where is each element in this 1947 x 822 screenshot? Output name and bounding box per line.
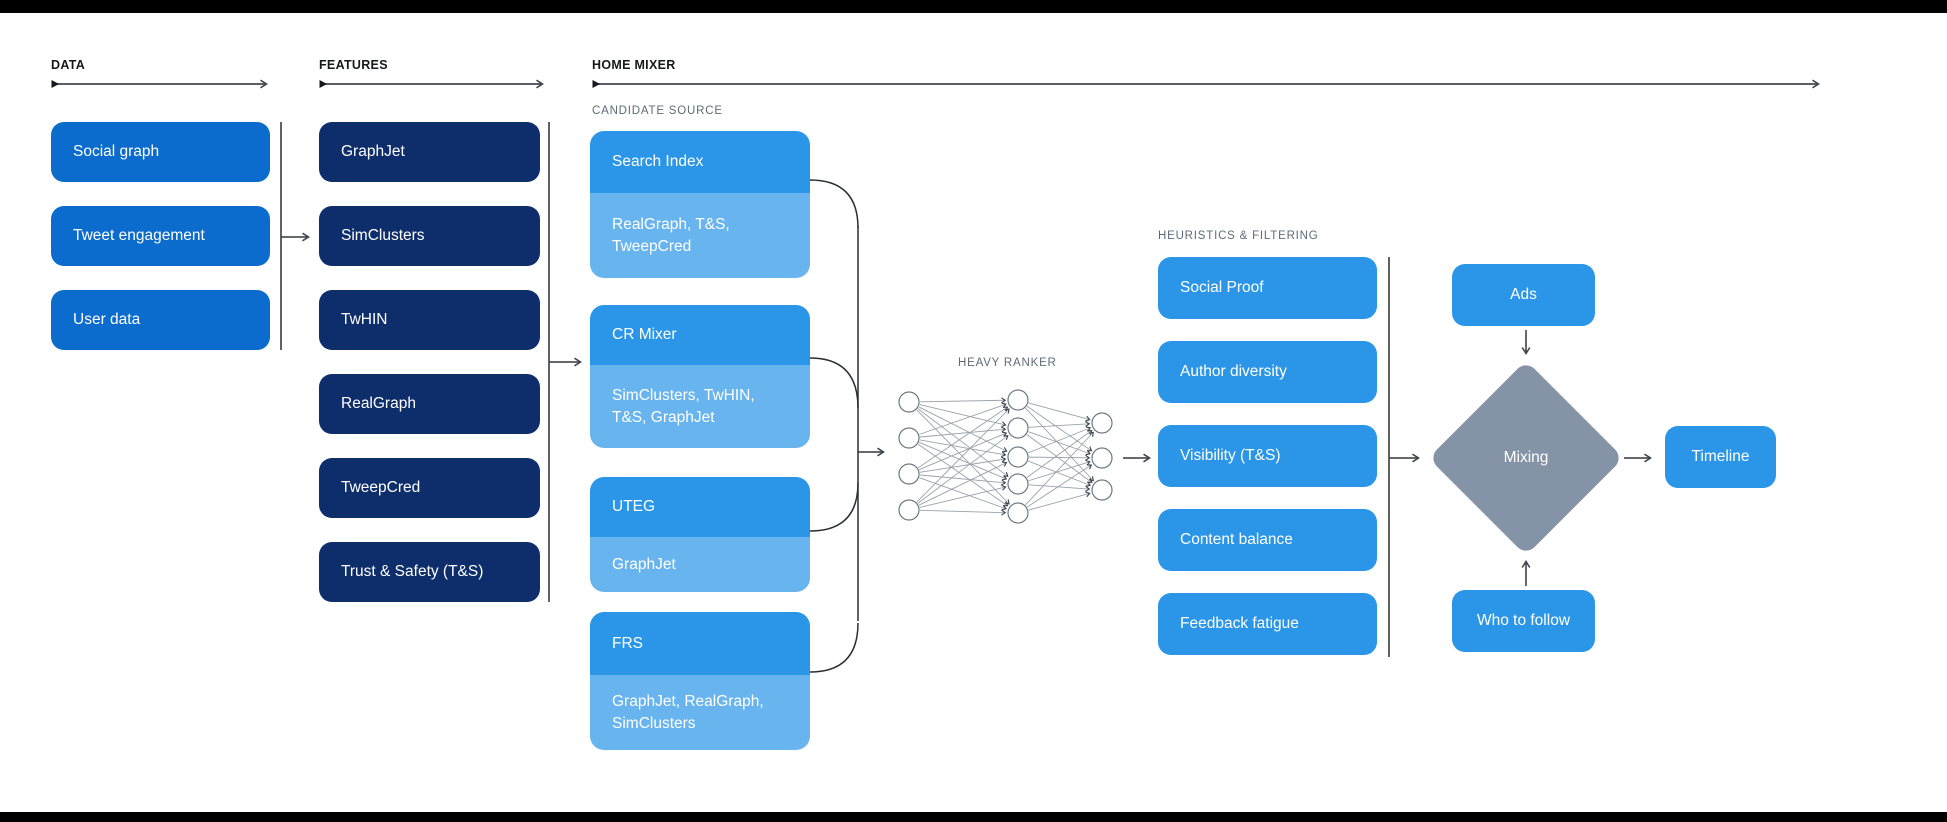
network-node [1007, 502, 1029, 524]
neural-network [898, 389, 1113, 524]
network-node [1007, 473, 1029, 495]
network-node [1091, 479, 1113, 501]
feature-box: TweepCred [319, 458, 540, 518]
feature-box: TwHIN [319, 290, 540, 350]
candidate-header: UTEG [590, 477, 810, 537]
heuristic-box: Social Proof [1158, 257, 1377, 319]
candidate-block-cr-mixer: CR Mixer SimClusters, TwHIN, T&S, GraphJ… [590, 305, 810, 448]
network-node [898, 499, 920, 521]
top-letterbox-bar [0, 0, 1947, 13]
flow-arrows [281, 232, 1652, 586]
candidate-header: CR Mixer [590, 305, 810, 365]
heuristic-box: Visibility (T&S) [1158, 425, 1377, 487]
heuristic-box: Author diversity [1158, 341, 1377, 403]
section-label-data: DATA [51, 58, 86, 72]
data-box: User data [51, 290, 270, 350]
candidate-merge-curves [809, 179, 859, 673]
candidate-sources: GraphJet, RealGraph, SimClusters [590, 675, 810, 750]
bottom-letterbox-bar [0, 812, 1947, 822]
heuristic-box: Feedback fatigue [1158, 593, 1377, 655]
network-node [1091, 447, 1113, 469]
data-box: Social graph [51, 122, 270, 182]
candidate-sources: SimClusters, TwHIN, T&S, GraphJet [590, 365, 810, 448]
candidate-block-uteg: UTEG GraphJet [590, 477, 810, 592]
mixing-diamond-label: Mixing [1503, 449, 1549, 466]
network-node [1007, 446, 1029, 468]
candidate-sources: GraphJet [590, 537, 810, 592]
feature-box: GraphJet [319, 122, 540, 182]
who-to-follow-box: Who to follow [1452, 590, 1595, 652]
feature-box: SimClusters [319, 206, 540, 266]
feature-box: Trust & Safety (T&S) [319, 542, 540, 602]
candidate-block-frs: FRS GraphJet, RealGraph, SimClusters [590, 612, 810, 750]
heuristics-label: HEURISTICS & FILTERING [1158, 230, 1319, 242]
heavy-ranker-label: HEAVY RANKER [958, 357, 1057, 369]
network-node [1007, 417, 1029, 439]
candidate-block-search-index: Search Index RealGraph, T&S, TweepCred [590, 131, 810, 278]
candidate-header: Search Index [590, 131, 810, 193]
heuristic-box: Content balance [1158, 509, 1377, 571]
feature-box: RealGraph [319, 374, 540, 434]
candidate-header: FRS [590, 612, 810, 675]
candidate-source-label: CANDIDATE SOURCE [592, 105, 723, 117]
network-node [1091, 412, 1113, 434]
section-label-features: FEATURES [319, 58, 388, 72]
network-node [898, 463, 920, 485]
ads-box: Ads [1452, 264, 1595, 326]
data-box: Tweet engagement [51, 206, 270, 266]
network-node [1007, 389, 1029, 411]
section-label-home-mixer: HOME MIXER [592, 58, 676, 72]
network-node [898, 391, 920, 413]
candidate-sources: RealGraph, T&S, TweepCred [590, 193, 810, 278]
timeline-box: Timeline [1665, 426, 1776, 488]
network-node [898, 427, 920, 449]
